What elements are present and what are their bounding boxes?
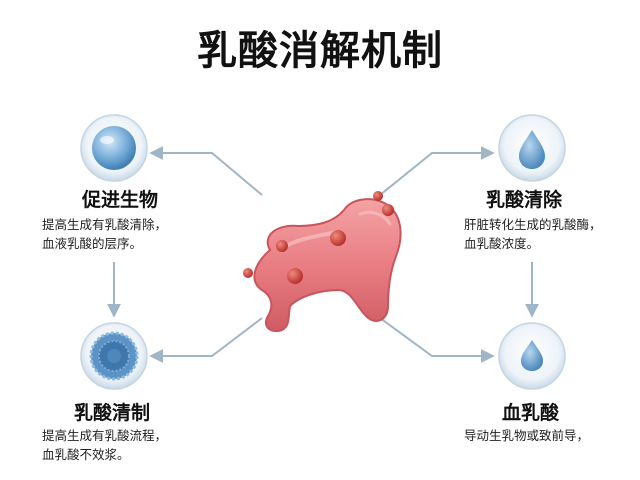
node-label-top-right: 乳酸清除: [486, 189, 563, 211]
arrow-organ-to-bottom-right: [379, 317, 495, 363]
droplet-icon-top-right: [498, 114, 566, 182]
node-desc-line: 提高生成有乳酸清除，: [42, 217, 168, 232]
lactate-molecule-dot: [243, 268, 253, 278]
lactate-molecule-dot: [330, 230, 346, 246]
arrow-organ-to-bottom-left: [149, 317, 263, 363]
node-desc-line: 血液乳酸的层序。: [42, 236, 143, 251]
cell-textured-icon-bottom-left: [80, 322, 148, 390]
node-label-bottom-right: 血乳酸: [502, 402, 560, 424]
node-desc-top-left: 提高生成有乳酸清除， 血液乳酸的层序。: [42, 215, 167, 253]
arrow-organ-to-top-right: [379, 146, 495, 196]
node-desc-top-right: 肝脏转化生成的乳酸酶， 血乳酸浓度。: [464, 215, 602, 253]
liver-organ-illustration: [243, 191, 402, 332]
lactate-molecule-dot: [287, 268, 303, 284]
node-label-bottom-left: 乳酸清制: [74, 402, 151, 424]
node-desc-line: 导动生乳物或致前导，: [464, 428, 590, 443]
page-title: 乳酸消解机制: [197, 28, 443, 74]
node-desc-line: 肝脏转化生成的乳酸酶，: [464, 217, 602, 232]
cell-icon-top-left: [80, 114, 148, 182]
lactate-molecule-dot: [382, 204, 394, 216]
arrow-organ-to-top-left: [149, 146, 263, 196]
node-desc-bottom-left: 提高生成有乳酸流程， 血乳酸不效浆。: [42, 426, 167, 464]
node-label-top-left: 促进生物: [82, 189, 159, 211]
lactate-molecule-dot: [373, 191, 383, 201]
lactate-molecule-dot: [276, 240, 288, 252]
node-desc-line: 血乳酸浓度。: [464, 236, 540, 251]
droplet-icon-bottom-right: [498, 322, 566, 390]
node-desc-bottom-right: 导动生乳物或致前导，: [464, 426, 589, 445]
node-desc-line: 提高生成有乳酸流程，: [42, 428, 168, 443]
node-desc-line: 血乳酸不效浆。: [42, 447, 130, 462]
